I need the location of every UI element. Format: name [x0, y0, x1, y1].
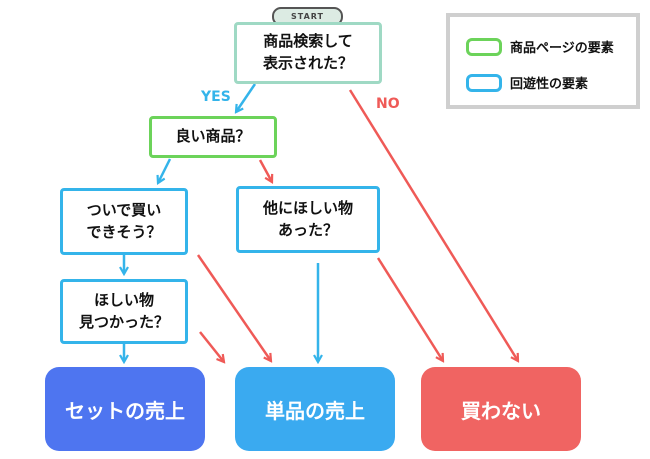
node-buy-together: ついで買い できそう？: [60, 188, 188, 255]
arrow-search-to-no-purchase: [348, 89, 518, 361]
legend: 商品ページの要素 回遊性の要素: [446, 13, 640, 109]
legend-label-navigation: 回遊性の要素: [510, 77, 589, 92]
arrow-buy-together-to-single-sales: [196, 254, 271, 361]
legend-swatch-green: [466, 37, 502, 56]
edge-label-no: NO: [376, 96, 400, 112]
legend-swatch-blue: [466, 73, 502, 92]
arrow-good-product-to-other-wanted: [258, 159, 272, 182]
legend-item-navigation: 回遊性の要素: [466, 73, 588, 92]
result-set-sales: セットの売上: [45, 367, 205, 451]
result-no-purchase: 買わない: [421, 367, 581, 451]
node-other-wanted: 他にほしい物 あった？: [236, 186, 380, 253]
arrow-other-wanted-to-no-purchase: [376, 257, 443, 361]
node-good-product: 良い商品？: [149, 116, 277, 158]
node-search-displayed: 商品検索して 表示された？: [234, 22, 382, 84]
legend-label-product-page: 商品ページの要素: [510, 41, 614, 56]
arrow-found-wanted-to-single-sales: [199, 331, 224, 362]
node-found-wanted: ほしい物 見つかった？: [60, 279, 188, 344]
legend-item-product-page: 商品ページの要素: [466, 37, 614, 56]
edge-label-yes: YES: [201, 89, 231, 105]
arrow-good-product-to-buy-together: [158, 158, 172, 183]
result-single-sales: 単品の売上: [235, 367, 395, 451]
arrow-search-to-good-product: [236, 83, 257, 112]
